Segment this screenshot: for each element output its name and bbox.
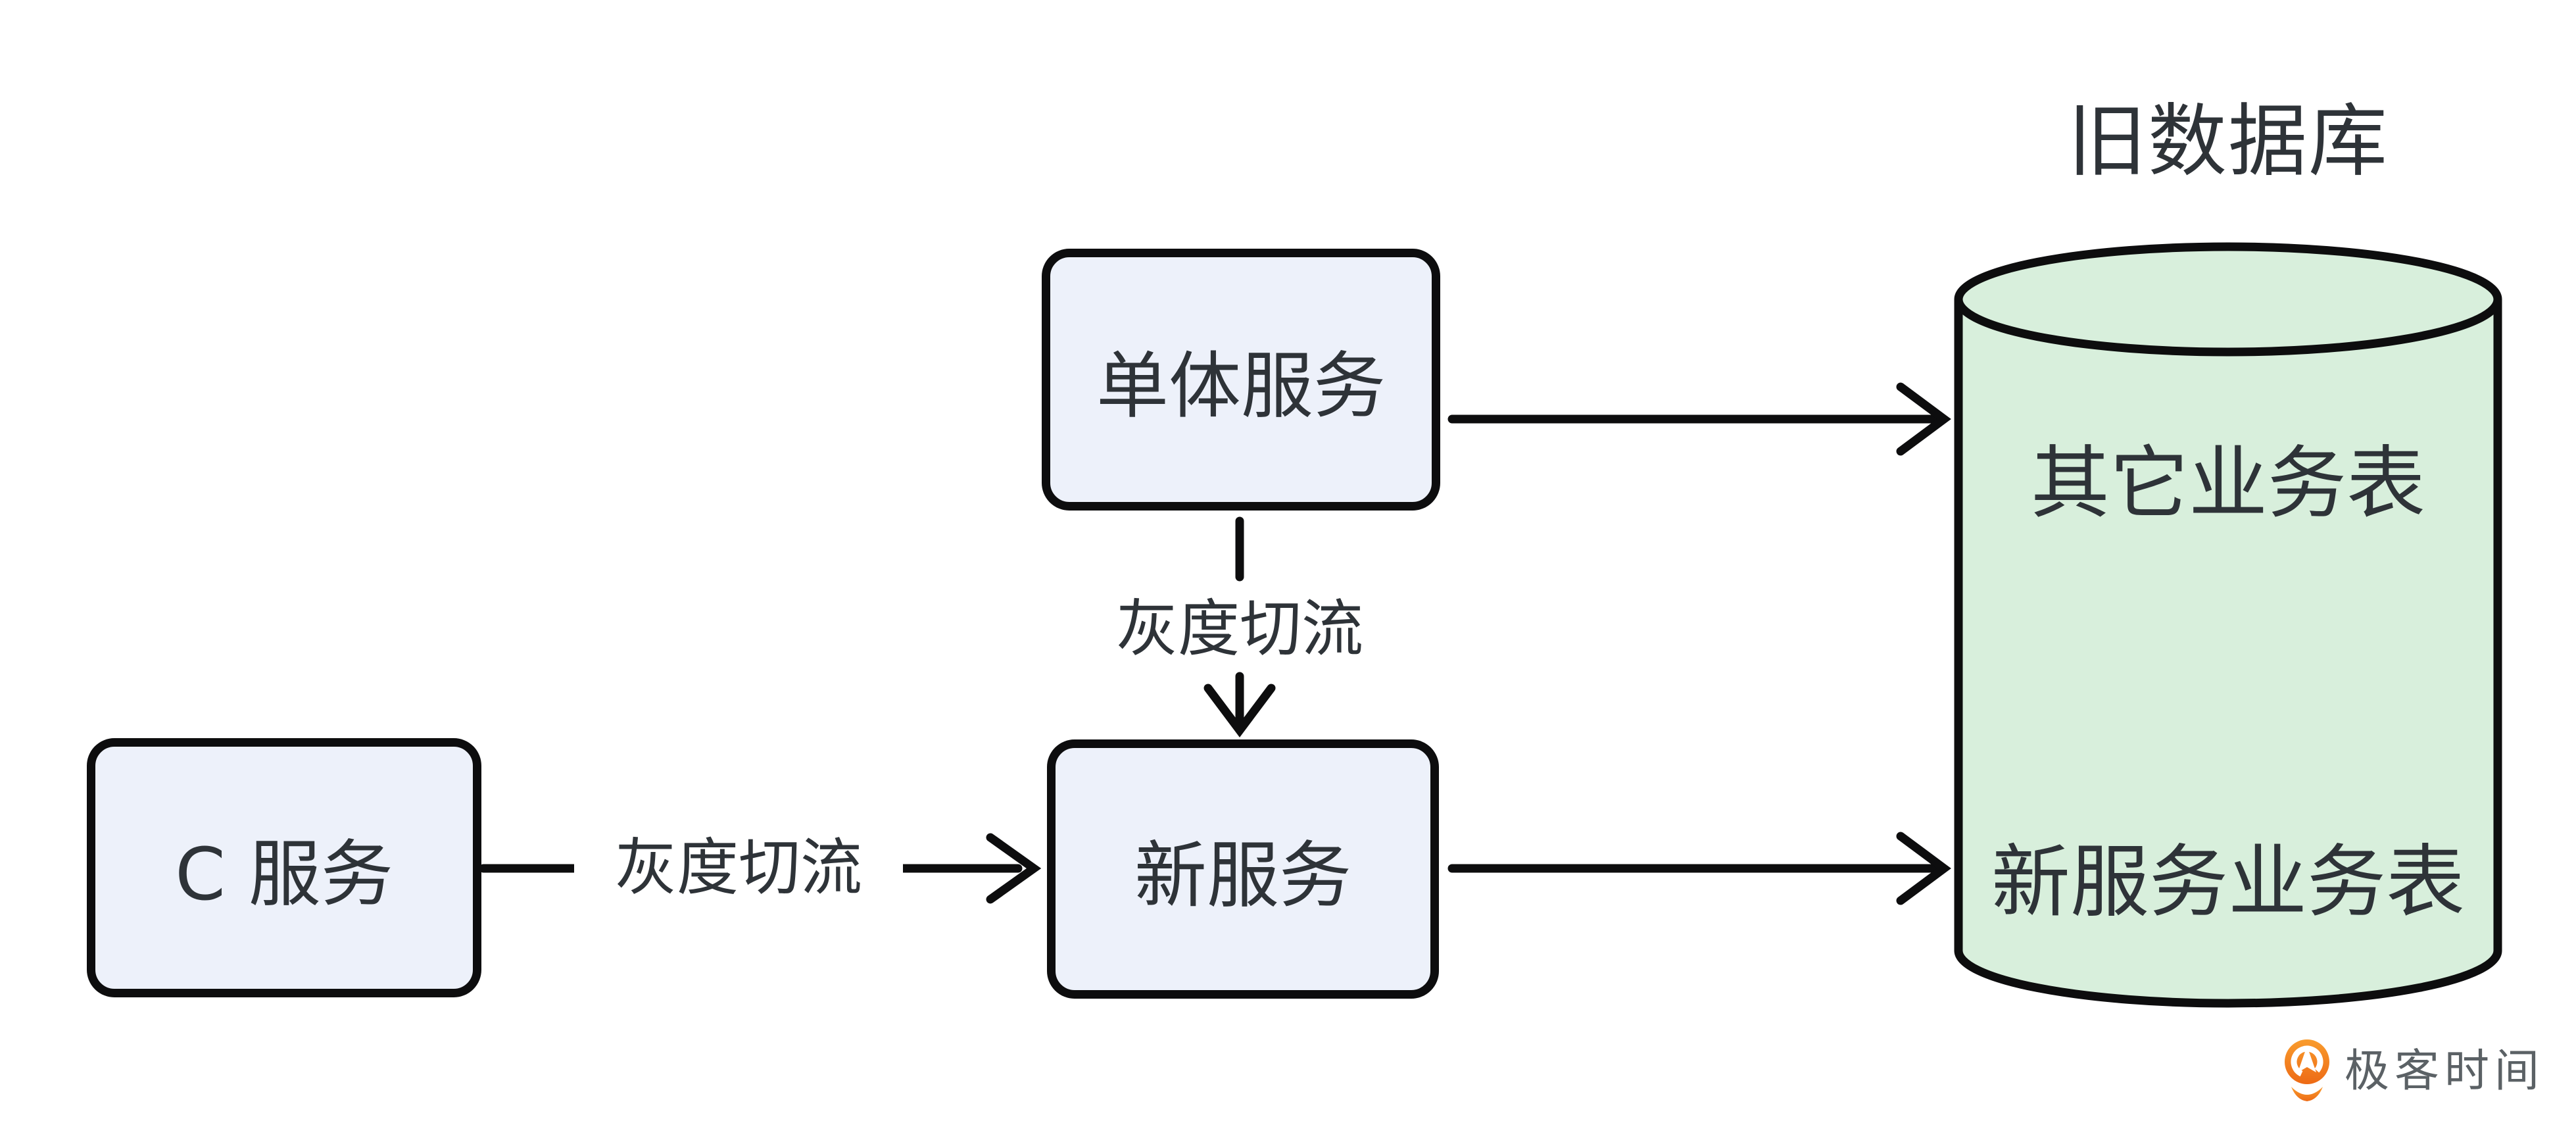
cylinder-body (1954, 299, 2502, 1008)
cylinder-top-ellipse (1954, 242, 2502, 357)
edge-label-gray-release-vertical: 灰度切流 (1075, 598, 1404, 661)
brand-name: 极客时间 (2345, 1045, 2545, 1097)
geektime-logo-icon (2285, 1039, 2329, 1101)
database-title: 旧数据库 (2068, 96, 2389, 187)
database-cylinder-icon (1954, 242, 2502, 1008)
edge-monolith-to-db-arrowhead-icon (1896, 382, 1951, 456)
brand-footer: 极客时间 (2284, 1038, 2544, 1105)
edge-label-gray-release-horizontal: 灰度切流 (574, 837, 903, 900)
db-table-new-service-business: 新服务业务表 (1991, 837, 2465, 928)
node-new-service-label: 新服务 (1134, 834, 1351, 918)
node-new-service: 新服务 (1047, 739, 1439, 999)
db-table-other-business: 其它业务表 (2031, 438, 2425, 530)
node-monolith-service-label: 单体服务 (1096, 344, 1386, 428)
edge-c-to-new-arrowhead-icon (986, 833, 1042, 904)
node-monolith-service: 单体服务 (1042, 249, 1440, 511)
node-c-service-label: C 服务 (175, 832, 393, 916)
node-c-service: C 服务 (87, 738, 481, 997)
edge-new-to-db-arrowhead-icon (1896, 832, 1951, 905)
edge-monolith-to-new-arrowhead-icon (1203, 684, 1276, 737)
